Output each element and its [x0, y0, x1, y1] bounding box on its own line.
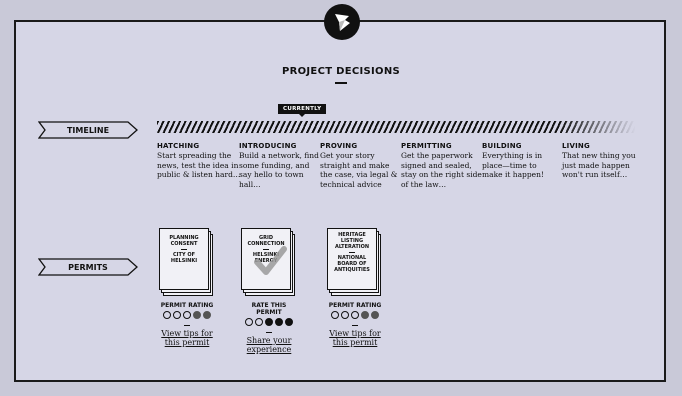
permit-doc-title-line: CONSENT [170, 241, 198, 247]
permit-doc-title-line: HERITAGE [338, 232, 366, 238]
rating-dot [193, 311, 201, 319]
stage-introducing[interactable]: INTRODUCING Build a network, find some f… [239, 142, 323, 189]
permit-doc-authority-line: CITY OF [173, 252, 195, 258]
view-tips-link[interactable]: View tips for this permit [161, 329, 213, 347]
timeline-section-label: TIMELINE [38, 121, 138, 139]
rating-dot[interactable] [265, 318, 273, 326]
permit-card-heritage-listing: HERITAGE LISTING ALTERATION NATIONAL BOA… [325, 228, 395, 347]
current-stage-tag: CURRENTLY [278, 104, 327, 117]
rating-dots[interactable] [239, 318, 299, 326]
folded-flag-logo-icon [324, 4, 360, 40]
permit-doc-title-line: LISTING [340, 238, 364, 244]
permit-document[interactable]: GRID CONNECTION HELSINKI ENERGY [241, 228, 297, 296]
permit-document[interactable]: PLANNING CONSENT CITY OF HELSINKI [159, 228, 215, 296]
permit-doc-authority-line: HELSINKI [252, 252, 280, 258]
stage-name: LIVING [562, 142, 590, 150]
rating-dot[interactable] [285, 318, 293, 326]
stage-building[interactable]: BUILDING Everything is in place—time to … [482, 142, 558, 180]
stage-description: Build a network, find some funding, and … [239, 151, 319, 189]
title-divider [335, 82, 347, 84]
decisions-panel [14, 20, 666, 382]
permit-doc-authority-line: NATIONAL [337, 255, 367, 261]
rating-dots [325, 311, 385, 319]
rating-dot[interactable] [255, 318, 263, 326]
timeline-progress-bar [157, 121, 635, 133]
view-tips-link[interactable]: View tips for this permit [329, 329, 381, 347]
permit-card-planning-consent: PLANNING CONSENT CITY OF HELSINKI PERMIT… [157, 228, 227, 347]
stage-description: Get the paperwork signed and sealed, sta… [401, 151, 482, 189]
permits-section-label: PERMITS [38, 258, 138, 276]
checkmark-icon [254, 246, 287, 275]
stage-permitting[interactable]: PERMITTING Get the paperwork signed and … [401, 142, 485, 189]
rating-dot [183, 311, 191, 319]
rating-dot [173, 311, 181, 319]
timeline-fade [560, 121, 636, 133]
rating-label: PERMIT RATING [160, 302, 214, 309]
stage-proving[interactable]: PROVING Get your story straight and make… [320, 142, 404, 189]
stage-name: HATCHING [157, 142, 200, 150]
stage-name: PROVING [320, 142, 358, 150]
rating-dot [351, 311, 359, 319]
rating-dots [157, 311, 217, 319]
permit-document[interactable]: HERITAGE LISTING ALTERATION NATIONAL BOA… [327, 228, 383, 296]
stage-name: PERMITTING [401, 142, 452, 150]
permit-doc-title-line: PLANNING [169, 235, 199, 241]
stage-description: Everything is in place—time to make it h… [482, 151, 544, 179]
rating-dot [361, 311, 369, 319]
stage-name: INTRODUCING [239, 142, 297, 150]
permit-doc-authority-line: ANTIQUITIES [334, 267, 370, 273]
page-title: PROJECT DECISIONS [281, 66, 400, 77]
rating-dot [163, 311, 171, 319]
permit-doc-title-line: CONNECTION [247, 241, 285, 247]
rating-label: RATE THIS PERMIT [251, 302, 287, 316]
permit-card-grid-connection: GRID CONNECTION HELSINKI ENERGY RATE THI… [239, 228, 309, 354]
stage-hatching[interactable]: HATCHING Start spreading the news, test … [157, 142, 241, 180]
stage-living[interactable]: LIVING That new thing you just made happ… [562, 142, 646, 180]
permit-doc-authority-line: ENERGY [254, 258, 278, 264]
permit-doc-title-line: GRID [259, 235, 273, 241]
stage-description: Get your story straight and make the cas… [320, 151, 398, 189]
rating-dot[interactable] [245, 318, 253, 326]
permit-doc-title-line: ALTERATION [334, 244, 370, 250]
rating-dot [341, 311, 349, 319]
stage-description: Start spreading the news, test the idea … [157, 151, 241, 179]
share-experience-link[interactable]: Share your experience [246, 336, 292, 354]
rating-dot[interactable] [275, 318, 283, 326]
stage-description: That new thing you just made happen won'… [562, 151, 636, 179]
permit-doc-authority-line: BOARD OF [337, 261, 367, 267]
rating-dot [203, 311, 211, 319]
rating-dot [371, 311, 379, 319]
permit-doc-authority-line: HELSINKI [170, 258, 198, 264]
rating-dot [331, 311, 339, 319]
stage-name: BUILDING [482, 142, 522, 150]
rating-label: PERMIT RATING [328, 302, 382, 309]
